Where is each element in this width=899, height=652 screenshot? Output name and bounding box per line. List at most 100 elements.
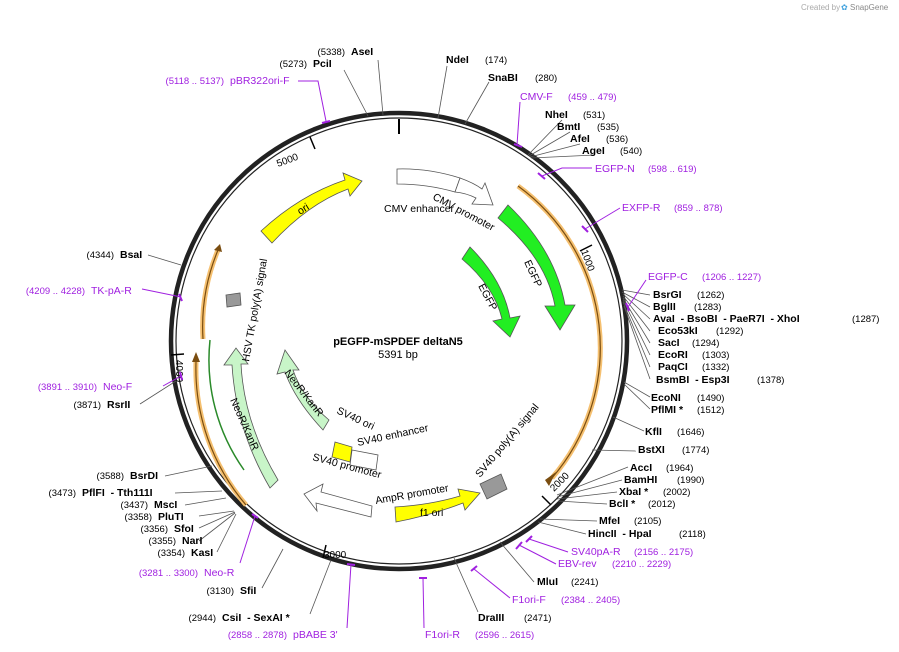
- primer-pbr322ori-f[interactable]: pBR322ori-F: [230, 75, 290, 87]
- feature-label-sv40-ori: SV40 ori: [335, 405, 377, 433]
- feature-egfp-inner[interactable]: [461, 246, 521, 338]
- site-pflfi-group[interactable]: PflFI - Tth111I: [82, 487, 153, 499]
- orf-arc-neor-inner: [208, 339, 245, 471]
- feature-ori[interactable]: [260, 172, 363, 244]
- tick-label-5000: 5000: [275, 152, 300, 170]
- site-kasi[interactable]: KasI: [191, 547, 213, 559]
- site-mfei[interactable]: MfeI: [599, 515, 620, 527]
- primer-mark-ebv-rev: [515, 541, 523, 550]
- site-saci[interactable]: SacI: [658, 337, 680, 349]
- site-pos: (536): [606, 134, 628, 145]
- primer-mark-f1ori-f: [470, 565, 478, 572]
- site-bsmbi-group[interactable]: BsmBI - Esp3I: [656, 374, 730, 386]
- feature-label-sv40-polya: SV40 poly(A) signal: [473, 402, 541, 480]
- feature-egfp-outer[interactable]: [497, 204, 576, 331]
- primer-tk-pa-r[interactable]: TK-pA-R: [91, 285, 132, 297]
- leader-bsai: [147, 254, 182, 266]
- primer-ebv-rev[interactable]: EBV-rev: [558, 558, 597, 570]
- tick-4000: [170, 353, 185, 356]
- primer-line-neo-f: [162, 375, 182, 387]
- site-pos: (531): [583, 110, 605, 121]
- site-pos: (1287): [852, 314, 879, 325]
- feature-neor-inner[interactable]: [276, 349, 330, 431]
- primer-sv40pa-r[interactable]: SV40pA-R: [571, 546, 621, 558]
- site-pos: (1378): [757, 375, 784, 386]
- feature-sv40-promoter[interactable]: [303, 483, 373, 518]
- primer-neo-r[interactable]: Neo-R: [204, 567, 235, 579]
- site-hincii-group[interactable]: HincII - HpaI: [588, 528, 652, 540]
- site-bglii[interactable]: BglII: [653, 301, 676, 313]
- site-bsrgi[interactable]: BsrGI: [653, 289, 682, 301]
- feature-sv40-polya[interactable]: [479, 473, 508, 500]
- primer-range: (2156 .. 2175): [634, 547, 693, 558]
- leader-asei: [377, 59, 384, 116]
- site-draiii[interactable]: DraIII: [478, 612, 504, 624]
- site-agei[interactable]: AgeI: [582, 145, 605, 157]
- primer-line-cmv-f: [516, 101, 521, 146]
- primer-egfp-n[interactable]: EGFP-N: [595, 163, 635, 175]
- site-bsrdi[interactable]: BsrDI: [130, 470, 158, 482]
- leader-bsrgi-bsmbi: [621, 289, 651, 380]
- primer-line-exfp-r: [584, 207, 621, 230]
- leader-mfei-hincii: [537, 518, 598, 535]
- site-nhei[interactable]: NheI: [545, 109, 568, 121]
- site-bamhi[interactable]: BamHI: [624, 474, 657, 486]
- primer-neo-f[interactable]: Neo-F: [103, 381, 132, 393]
- site-eco53ki[interactable]: Eco53kI: [658, 325, 698, 337]
- primer-marks: [141, 80, 647, 629]
- site-nari[interactable]: NarI: [182, 535, 203, 547]
- primer-cmv-f[interactable]: CMV-F: [520, 91, 553, 103]
- feature-cmv-promoter[interactable]: [454, 177, 494, 206]
- primer-f1ori-r[interactable]: F1ori-R: [425, 629, 460, 641]
- leader-sfii: [261, 548, 284, 589]
- tick-label-4000: 4000: [173, 360, 184, 383]
- primer-line-f1ori-f: [473, 568, 511, 599]
- backbone-inner-strand: [175, 117, 623, 565]
- site-snabi[interactable]: SnaBI: [488, 72, 518, 84]
- site-bcli[interactable]: BclI *: [609, 498, 636, 510]
- feature-label-hsv-tk-polya: HSV TK poly(A) signal: [240, 258, 270, 363]
- site-econi[interactable]: EcoNI: [651, 392, 681, 404]
- site-avai-group[interactable]: AvaI - BsoBI - PaeR7I - XhoI: [653, 313, 800, 325]
- site-afei[interactable]: AfeI: [570, 133, 590, 145]
- primer-egfp-c[interactable]: EGFP-C: [648, 271, 688, 283]
- primer-line-pbr322ori-f: [298, 80, 327, 122]
- primer-pbabe-3[interactable]: pBABE 3': [293, 629, 338, 641]
- site-pcii[interactable]: PciI: [313, 58, 332, 70]
- feature-sv40-ori[interactable]: [331, 441, 353, 463]
- site-rsrii[interactable]: RsrII: [107, 399, 130, 411]
- site-bsai[interactable]: BsaI: [120, 249, 142, 261]
- site-acci[interactable]: AccI: [630, 462, 652, 474]
- feature-neor-outer[interactable]: [223, 347, 279, 489]
- site-bmti[interactable]: BmtI: [557, 121, 580, 133]
- primer-line-ebv-rev: [518, 544, 557, 565]
- site-ecori[interactable]: EcoRI: [658, 349, 688, 361]
- site-asei[interactable]: AseI: [351, 46, 373, 58]
- site-xbai[interactable]: XbaI *: [619, 486, 649, 498]
- primer-line-f1ori-r: [422, 577, 425, 629]
- site-mlui[interactable]: MluI: [537, 576, 558, 588]
- site-pos: (3473): [49, 488, 76, 499]
- site-sfoi[interactable]: SfoI: [174, 523, 194, 535]
- site-ndei[interactable]: NdeI: [446, 54, 469, 66]
- primer-f1ori-f[interactable]: F1ori-F: [512, 594, 546, 606]
- site-pos: (3355): [149, 536, 176, 547]
- site-pluti[interactable]: PluTI: [158, 511, 184, 523]
- site-bstxi[interactable]: BstXI: [638, 444, 665, 456]
- site-paqci[interactable]: PaqCI: [658, 361, 688, 373]
- feature-cmv-enhancer[interactable]: [396, 168, 461, 193]
- primer-line-sv40pa-r: [528, 538, 569, 553]
- primer-exfp-r[interactable]: EXFP-R: [622, 202, 661, 214]
- plasmid-name: pEGFP-mSPDEF deltaN5: [333, 336, 463, 348]
- site-sfii[interactable]: SfiI: [240, 585, 256, 597]
- site-kfli[interactable]: KflI: [645, 426, 662, 438]
- site-csii-group[interactable]: CsiI - SexAI *: [222, 612, 291, 624]
- primer-range: (2384 .. 2405): [561, 595, 620, 606]
- site-pflmi[interactable]: PflMI *: [651, 404, 684, 416]
- leader-bstxi: [591, 449, 637, 452]
- site-pos: (1964): [666, 463, 693, 474]
- site-msci[interactable]: MscI: [154, 499, 177, 511]
- feature-f1-ori[interactable]: [394, 488, 481, 523]
- feature-hsv-tk-polya[interactable]: [225, 292, 242, 308]
